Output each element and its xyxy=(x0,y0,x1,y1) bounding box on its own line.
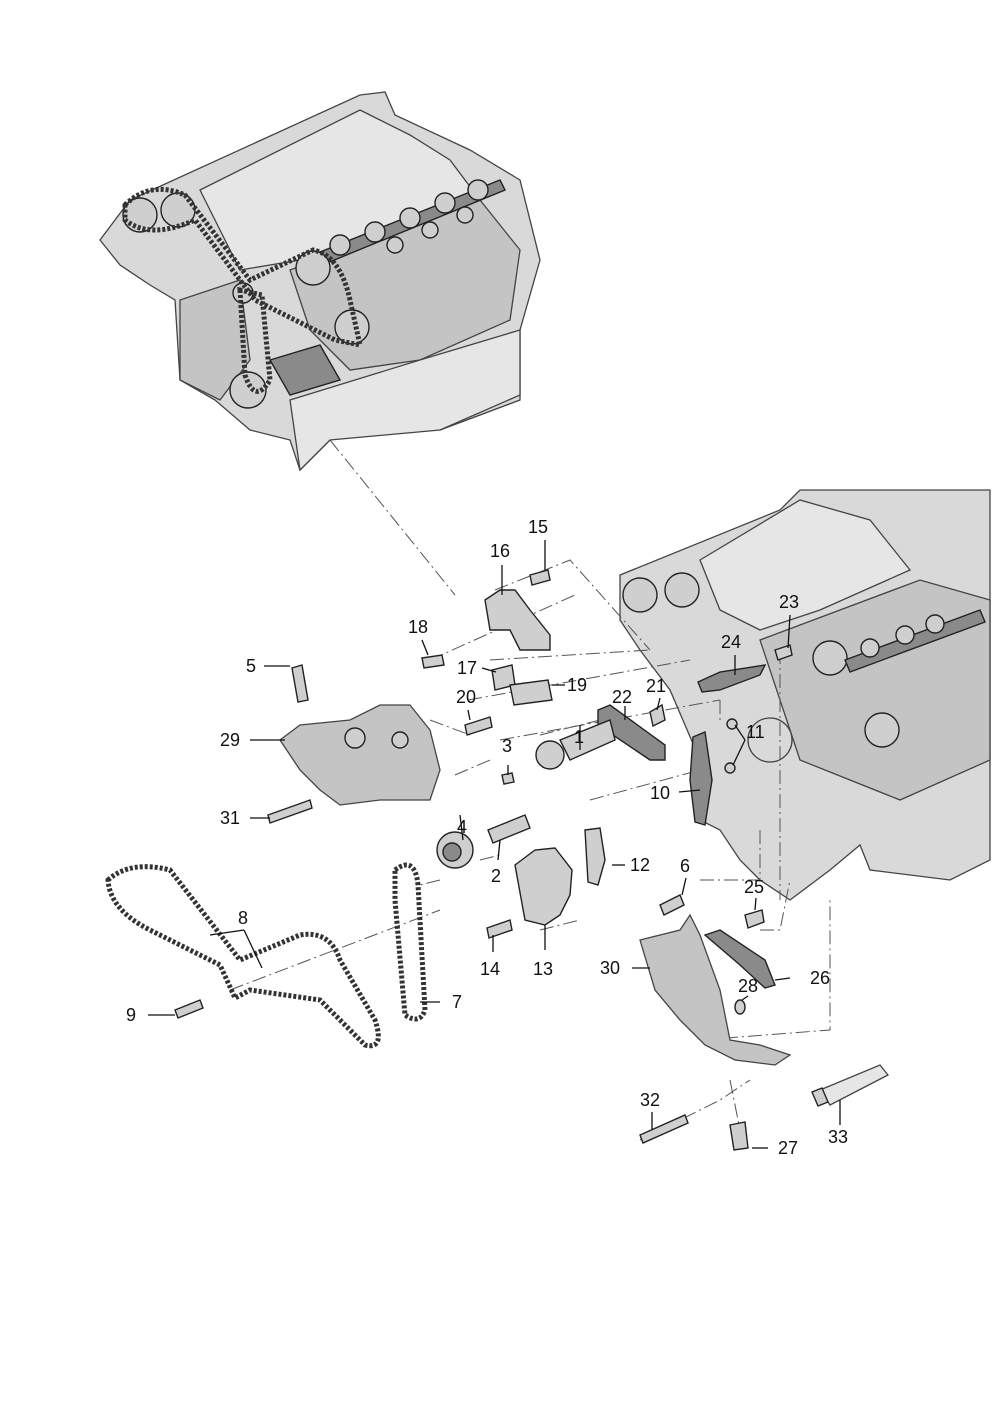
part-10-guide-rail xyxy=(689,731,713,826)
label-4: 4 xyxy=(457,817,467,837)
label-23: 23 xyxy=(779,592,799,612)
label-27: 27 xyxy=(778,1138,798,1158)
part-19-tensioner xyxy=(509,679,553,706)
cam-sprocket-c xyxy=(812,640,848,676)
part-26-guide-rail xyxy=(703,929,776,989)
crankshaft xyxy=(268,344,342,396)
label-20: 20 xyxy=(456,687,476,707)
label-12: 12 xyxy=(630,855,650,875)
part-9-bolt xyxy=(174,999,204,1019)
label-11: 11 xyxy=(746,722,765,742)
label-24: 24 xyxy=(721,632,741,652)
part-30-housing xyxy=(639,913,792,1066)
label-29: 29 xyxy=(220,730,240,750)
label-22: 22 xyxy=(612,687,632,707)
timing-chains-top xyxy=(122,186,364,394)
part-29-housing xyxy=(279,704,441,806)
part-1-shaft xyxy=(559,719,616,761)
label-31: 31 xyxy=(220,808,240,828)
part-3-bolt xyxy=(501,772,515,785)
cam-sprocket-b xyxy=(664,572,700,608)
label-18: 18 xyxy=(408,617,428,637)
part-11-screw-b xyxy=(724,762,736,774)
label-7: 7 xyxy=(452,992,462,1012)
engine-block-detail xyxy=(619,489,991,901)
part-31-bolt xyxy=(267,799,313,824)
part-8-timing-chain xyxy=(105,864,381,1049)
part-11-screw-a xyxy=(726,718,738,730)
part-18-bolt xyxy=(421,654,445,669)
label-17: 17 xyxy=(457,658,477,678)
cam-sprocket-right-2 xyxy=(334,309,370,345)
label-28: 28 xyxy=(738,976,758,996)
label-14: 14 xyxy=(480,959,500,979)
label-9: 9 xyxy=(126,1005,136,1025)
label-21: 21 xyxy=(646,676,666,696)
callout-labels: 15 16 18 17 19 20 21 22 24 23 11 10 1 3 … xyxy=(126,517,848,1158)
part-32-bolt xyxy=(639,1114,689,1144)
label-8: 8 xyxy=(238,908,248,928)
part-25-bolt xyxy=(744,909,765,929)
part-2-sleeve xyxy=(487,814,531,844)
alignment-lines xyxy=(229,439,831,1141)
label-25: 25 xyxy=(744,877,764,897)
engine-block-overview xyxy=(99,91,541,472)
part-15-bolt xyxy=(529,569,551,586)
part-24-guide-rail xyxy=(697,664,767,693)
label-26: 26 xyxy=(810,968,830,988)
part-16-bracket xyxy=(484,589,551,651)
part-23-bolt xyxy=(774,644,793,661)
label-2: 2 xyxy=(491,866,501,886)
cam-sprocket-d xyxy=(864,712,900,748)
label-10: 10 xyxy=(650,783,670,803)
leader-lines xyxy=(148,540,841,1149)
label-1: 1 xyxy=(574,727,584,747)
label-5: 5 xyxy=(246,656,256,676)
part-28-seal xyxy=(734,999,746,1015)
part-13-tensioner-rail xyxy=(514,847,573,926)
part-1-flange xyxy=(535,740,565,770)
camshaft-rocker-row xyxy=(299,179,506,273)
part-20-bolt xyxy=(464,716,493,736)
crank-sprocket xyxy=(229,371,267,409)
part-33-sealant-tube xyxy=(819,1064,890,1106)
label-6: 6 xyxy=(680,856,690,876)
part-12-plate xyxy=(584,827,606,886)
part-27-plug xyxy=(729,1121,749,1151)
part-7-timing-chain xyxy=(392,862,428,1022)
label-3: 3 xyxy=(502,736,512,756)
label-30: 30 xyxy=(600,958,620,978)
part-6-bolt xyxy=(659,894,685,916)
part-5-bolt xyxy=(291,664,309,703)
cam-sprocket-a xyxy=(622,577,658,613)
label-19: 19 xyxy=(567,675,587,695)
label-33: 33 xyxy=(828,1127,848,1147)
parts xyxy=(105,569,890,1151)
label-16: 16 xyxy=(490,541,510,561)
label-32: 32 xyxy=(640,1090,660,1110)
label-15: 15 xyxy=(528,517,548,537)
label-13: 13 xyxy=(533,959,553,979)
part-14-bolt xyxy=(486,919,513,939)
